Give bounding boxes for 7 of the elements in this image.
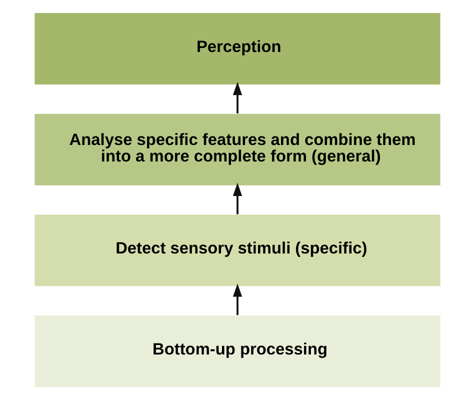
node-box: Detect sensory stimuli (specific) xyxy=(34,214,440,286)
arrow xyxy=(232,182,242,214)
node-box: Perception xyxy=(34,13,440,85)
arrow xyxy=(232,284,242,316)
arrow xyxy=(232,82,242,114)
node-box: Analyse specific features and combine them into a more complete form (general) xyxy=(34,114,440,186)
node-box: Bottom-up processing xyxy=(34,315,440,387)
